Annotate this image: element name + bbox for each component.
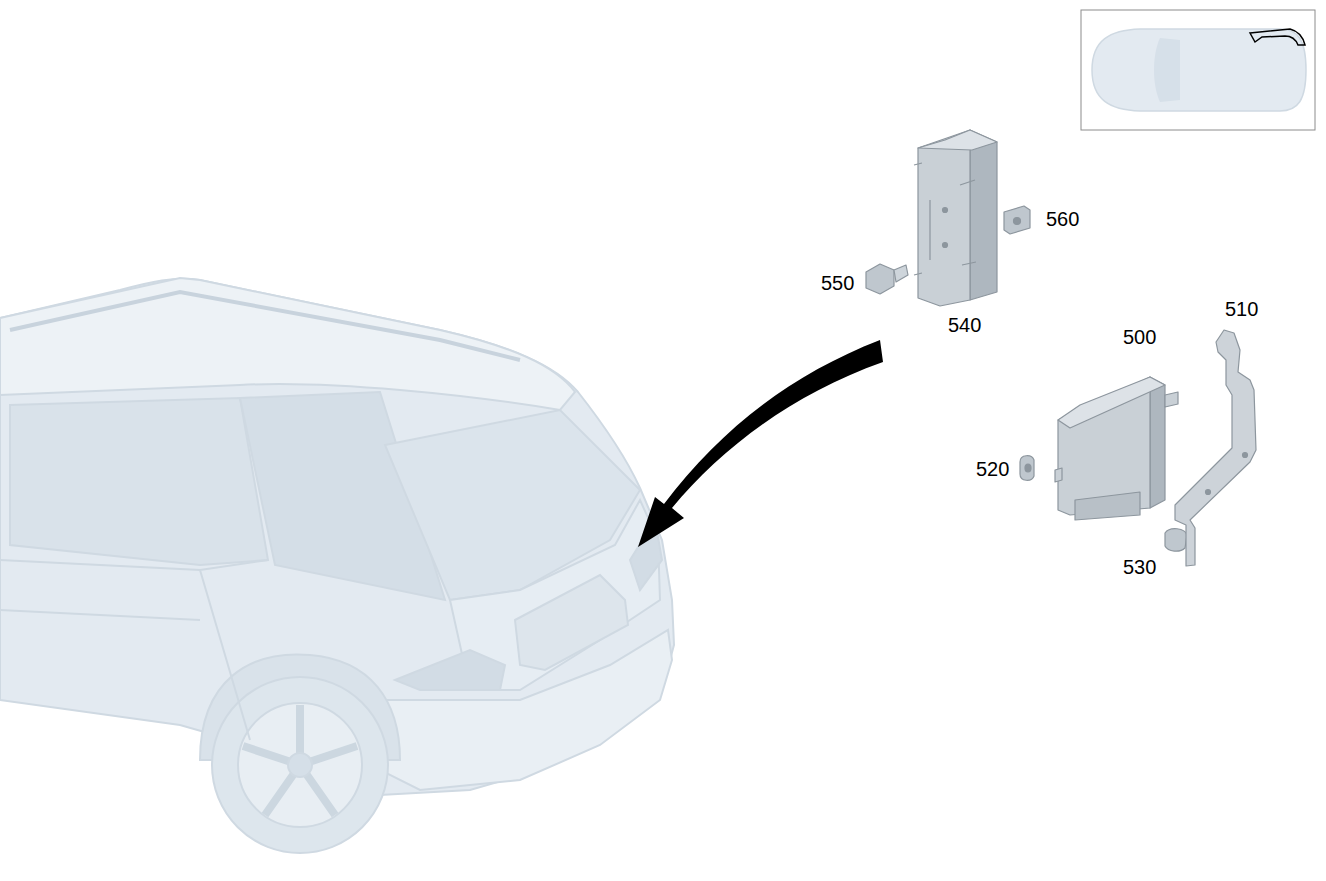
inset-windscreen [1154, 38, 1180, 102]
module-540-hole [943, 208, 948, 213]
hub [288, 753, 312, 777]
side-window [10, 398, 268, 565]
inset-location-mark [1250, 29, 1305, 45]
rim-spokes [243, 705, 357, 815]
module-500-side [1150, 377, 1165, 508]
inset-frame [1081, 10, 1315, 130]
parts [866, 130, 1256, 566]
module-540-hole [943, 243, 948, 248]
module-500-connectors [1075, 492, 1140, 520]
tail-light [395, 650, 505, 690]
callout-number: 560 [1046, 207, 1079, 231]
module-540-face [918, 130, 970, 306]
callout-number: 550 [821, 271, 854, 295]
bracket-510 [1175, 330, 1256, 566]
module-540-details [914, 163, 976, 275]
callout-number: 530 [1123, 555, 1156, 579]
location-inset [1081, 10, 1315, 130]
roof-rail [10, 292, 520, 360]
bumper [380, 630, 672, 790]
clip-560 [1004, 206, 1030, 234]
module-500-top [1058, 377, 1165, 428]
rim [238, 703, 362, 827]
roof [0, 278, 575, 410]
vehicle [0, 278, 674, 853]
clip-560-hole [1014, 218, 1021, 225]
callout-number: 520 [976, 457, 1009, 481]
pointer-arrow [638, 340, 883, 547]
callout-number: 500 [1123, 325, 1156, 349]
nut-520 [1020, 456, 1034, 481]
inset-car-top-view [1092, 29, 1306, 111]
license-plate-recess [515, 575, 628, 670]
bracket-510-hole [1243, 453, 1248, 458]
bolt-550-shank [894, 265, 908, 282]
bracket-510-hole [1206, 490, 1211, 495]
door-line [0, 560, 268, 740]
nut-530 [1165, 529, 1187, 552]
callout-number: 510 [1225, 297, 1258, 321]
module-540-side [970, 130, 997, 300]
bolt-550-head [866, 264, 894, 294]
callout-number: 540 [948, 313, 981, 337]
module-540-top [918, 130, 997, 150]
arrow [638, 340, 883, 547]
module-500-tabs [1055, 392, 1178, 482]
nut-520-hole [1025, 464, 1031, 472]
